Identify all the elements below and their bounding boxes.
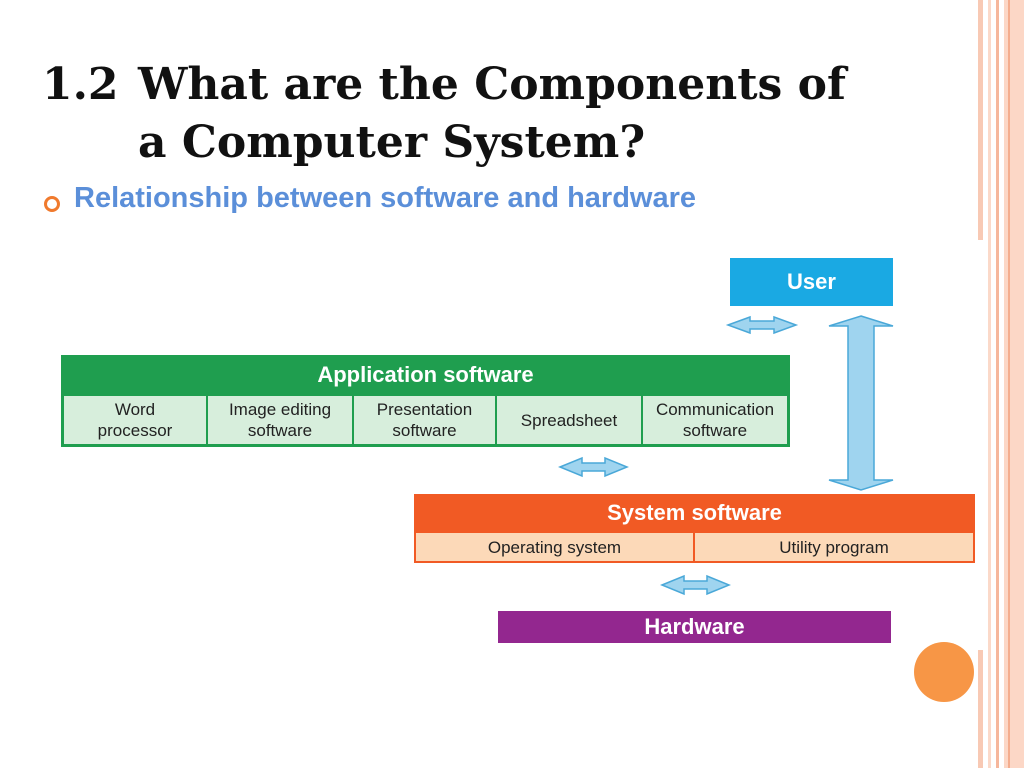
app-item-line: Spreadsheet [520, 410, 618, 430]
app-item-spreadsheet: Spreadsheet [497, 396, 643, 444]
sys-item-operating-system: Operating system [416, 533, 695, 561]
decor-gap [978, 240, 986, 650]
decor-stripe [1008, 0, 1010, 768]
double-arrow-icon [660, 574, 731, 596]
app-item-communication: Communication software [643, 396, 787, 444]
system-software-header: System software [607, 500, 782, 525]
double-arrow-icon [725, 315, 799, 335]
sys-item-utility-program: Utility program [695, 533, 973, 561]
title-line-1: What are the Components of [138, 59, 846, 110]
decor-stripe [988, 0, 991, 768]
app-item-line: software [392, 421, 457, 440]
app-item-line: software [247, 421, 313, 440]
application-software-header: Application software [317, 362, 534, 387]
app-item-image-editing: Image editing software [208, 396, 354, 444]
user-box: User [730, 258, 893, 306]
decor-circle [914, 642, 974, 702]
title-line-2: a Computer System? [138, 117, 646, 168]
app-item-word-processor: Word processor [64, 396, 208, 444]
system-software-items: Operating system Utility program [416, 533, 973, 561]
double-arrow-icon [558, 456, 629, 478]
app-item-line: processor [97, 421, 173, 440]
application-software-items: Word processor Image editing software Pres… [64, 396, 787, 444]
app-item-line: software [682, 421, 748, 440]
title-number: 1.2 [42, 59, 119, 110]
hardware-box: Hardware [498, 611, 891, 643]
app-item-line: Word [114, 400, 156, 419]
vertical-arrow-icon [828, 315, 894, 491]
app-item-line: Presentation [376, 400, 473, 419]
subtitle: Relationship between software and hardwa… [74, 182, 697, 214]
app-item-presentation: Presentation software [354, 396, 497, 444]
decor-stripe [996, 0, 999, 768]
app-item-line: Communication [655, 400, 775, 419]
bullet-icon [44, 196, 60, 212]
app-item-line: Image editing [228, 400, 332, 419]
